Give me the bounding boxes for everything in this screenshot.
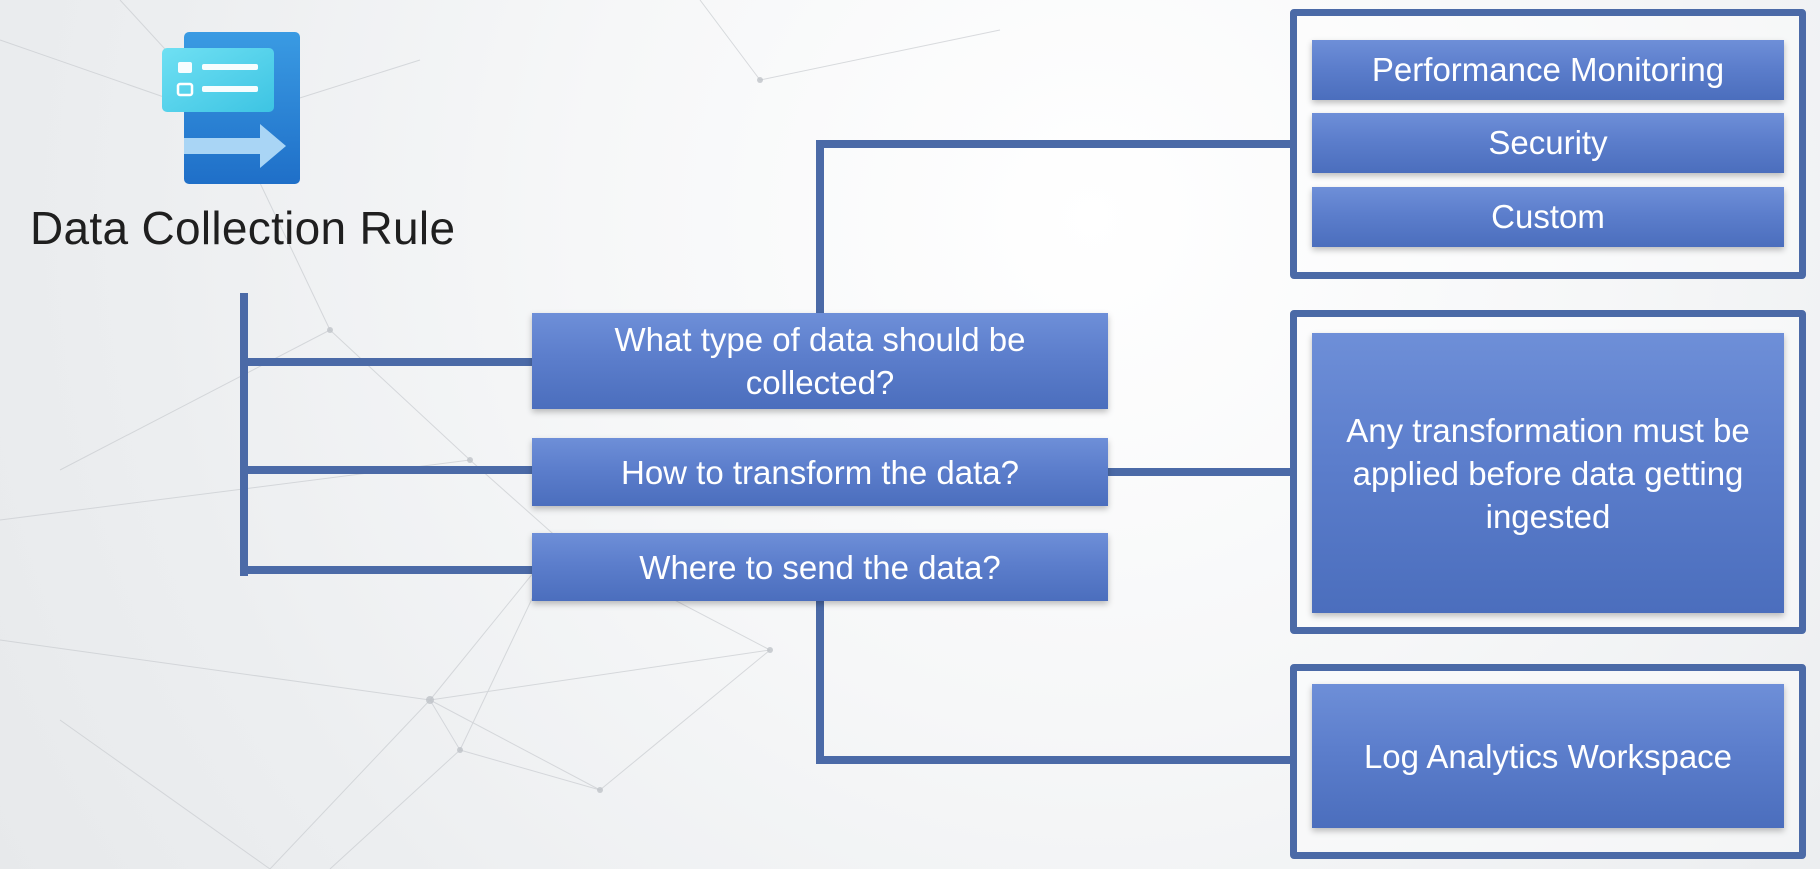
data-collection-rule-icon xyxy=(162,32,300,184)
question-transform: How to transform the data? xyxy=(532,438,1108,506)
question-data-type: What type of data should be collected? xyxy=(532,313,1108,409)
data-type-security: Security xyxy=(1312,113,1784,173)
data-type-performance-monitoring: Performance Monitoring xyxy=(1312,40,1784,100)
diagram-title: Data Collection Rule xyxy=(30,202,456,254)
question-destination: Where to send the data? xyxy=(532,533,1108,601)
data-type-custom: Custom xyxy=(1312,187,1784,247)
transformation-note: Any transformation must be applied befor… xyxy=(1312,333,1784,613)
destination-log-analytics-workspace: Log Analytics Workspace xyxy=(1312,684,1784,828)
